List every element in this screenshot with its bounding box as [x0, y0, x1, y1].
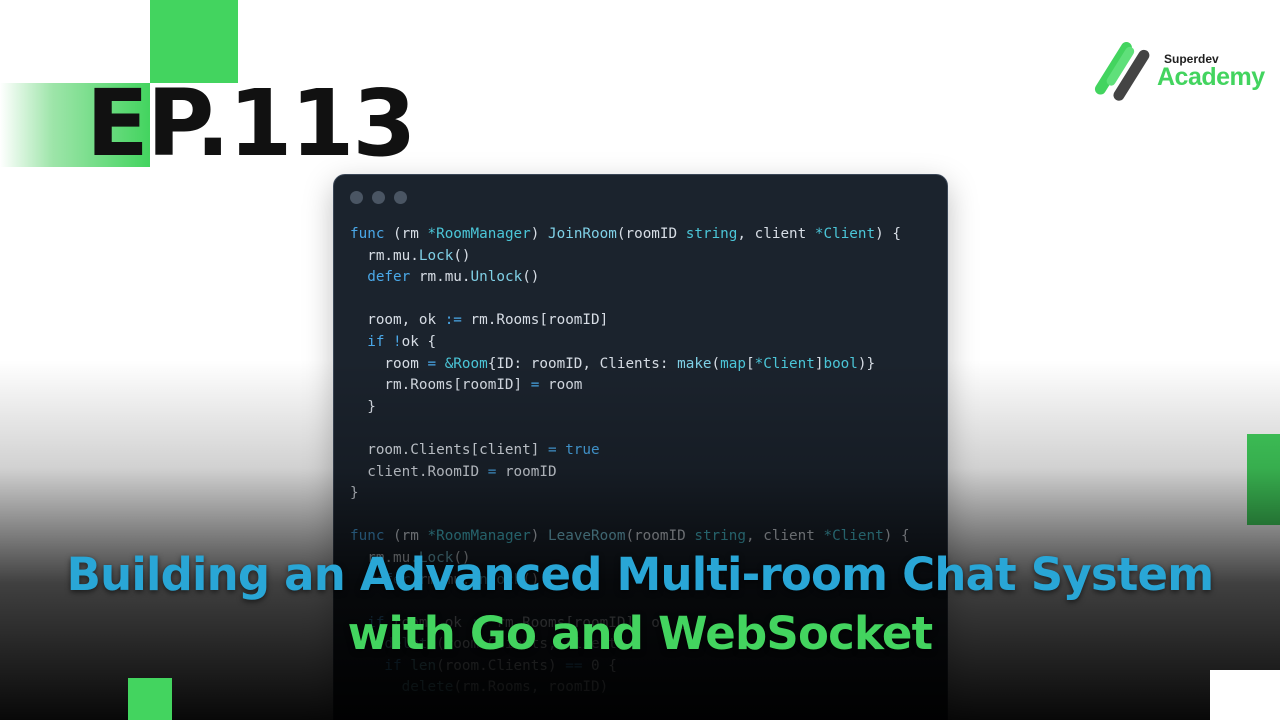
code-token: roomID [496, 463, 557, 480]
code-token: , client [746, 528, 824, 545]
code-token: () [453, 247, 471, 264]
code-token [402, 658, 411, 674]
code-line: func (rm *RoomManager) JoinRoom(roomID s… [350, 224, 910, 246]
code-token: LeaveRoom [548, 528, 626, 545]
logo-superdev-text: Superdev [1164, 52, 1219, 66]
headline-line-2: with Go and WebSocket [347, 607, 934, 660]
superdev-slash-mark-icon [1094, 42, 1150, 101]
code-token: true [565, 441, 600, 458]
code-token: ) { [875, 226, 901, 242]
code-token: ) [530, 226, 548, 242]
code-line: func (rm *RoomManager) LeaveRoom(roomID … [350, 526, 910, 548]
code-token: *RoomManager [427, 226, 531, 242]
code-token: rm.mu. [350, 247, 419, 264]
code-token: )} [857, 355, 876, 372]
code-token: {ID: roomID, Clients: [487, 355, 678, 372]
code-token: bool [823, 355, 858, 372]
code-token: room [539, 377, 583, 394]
code-token: } [350, 485, 359, 502]
code-line: } [350, 483, 910, 505]
code-token: map [720, 355, 746, 372]
code-token: *Client [814, 226, 876, 242]
code-line: room.Clients[client] = true [350, 440, 910, 462]
code-token: := [444, 312, 462, 329]
code-token: len [410, 657, 437, 674]
code-token: JoinRoom [548, 226, 617, 242]
window-dot-icon [394, 191, 407, 204]
code-line: client.RoomID = roomID [350, 462, 910, 484]
code-token: Unlock [470, 269, 523, 286]
code-token: (roomID [616, 226, 686, 242]
code-token: *RoomManager [427, 528, 531, 545]
episode-number: EP.113 [86, 70, 416, 177]
code-token: func [350, 528, 385, 545]
code-token: Lock [418, 247, 454, 264]
code-token: rm.Rooms[roomID] [350, 377, 531, 394]
code-token [436, 356, 445, 372]
code-token: if [350, 657, 402, 674]
code-line: room, ok := rm.Rooms[roomID] [350, 310, 910, 332]
window-dot-icon [372, 191, 385, 204]
code-token: func [350, 226, 385, 242]
logo-academy-text: Academy [1157, 63, 1265, 91]
code-token: } [350, 398, 376, 415]
code-token: (roomID [625, 528, 695, 545]
code-token: == [565, 657, 583, 674]
code-line [350, 418, 910, 440]
code-token: 0 { [582, 657, 617, 674]
code-token: rm.Rooms[roomID] [461, 312, 609, 329]
white-square-bottom-right [1210, 670, 1280, 720]
code-token: delete [401, 679, 454, 696]
code-token: room [350, 355, 428, 372]
window-dot-icon [350, 191, 363, 204]
code-token: *Client [823, 528, 884, 545]
code-line: defer rm.mu.Unlock() [350, 267, 910, 289]
code-token: string [694, 528, 746, 545]
code-line [350, 289, 910, 311]
code-line: delete(rm.Rooms, roomID) [350, 677, 910, 699]
code-token: ! [393, 333, 402, 350]
code-token: make [677, 355, 712, 372]
green-gradient-block-left [0, 83, 150, 167]
code-token: ( [711, 355, 721, 372]
code-token: = [427, 355, 437, 372]
code-token: *Client [754, 355, 815, 372]
code-token: ok { [401, 333, 437, 350]
code-line: rm.Rooms[roomID] = room [350, 375, 910, 397]
code-token: rm.mu. [410, 269, 471, 286]
code-token: , client [737, 226, 815, 242]
headline: Building an Advanced Multi-room Chat Sys… [0, 552, 1280, 656]
code-token [557, 442, 566, 458]
code-token: (rm.Rooms, roomID) [453, 679, 609, 696]
code-token [384, 334, 393, 350]
code-token: room, ok [350, 312, 445, 329]
code-line: room = &Room{ID: roomID, Clients: make(m… [350, 354, 910, 376]
code-token: room.Clients[client] [350, 441, 548, 458]
code-token: (rm [384, 528, 428, 545]
code-token: () [522, 269, 540, 286]
window-controls [350, 191, 407, 204]
green-square-top [150, 0, 238, 83]
code-line [350, 505, 910, 527]
code-token: if [350, 333, 385, 350]
code-line: } [350, 397, 910, 419]
green-square-right [1247, 434, 1280, 525]
code-token [350, 679, 402, 695]
code-token: ) [530, 528, 548, 545]
code-line: rm.mu.Lock() [350, 246, 910, 268]
code-token: (rm [384, 226, 428, 242]
code-token: string [685, 226, 738, 242]
code-token: ) { [883, 528, 910, 545]
superdev-academy-logo: Superdev Academy [1094, 42, 1270, 104]
code-token: (room.Clients) [436, 657, 566, 674]
code-token: client.RoomID [350, 463, 488, 480]
code-line: if !ok { [350, 332, 910, 354]
code-token: &Room [444, 355, 488, 372]
code-token: [ [745, 355, 755, 372]
green-square-bottom-left [128, 678, 172, 720]
headline-line-1: Building an Advanced Multi-room Chat Sys… [66, 548, 1215, 601]
code-token: = [547, 441, 557, 458]
code-token: defer [350, 269, 411, 286]
